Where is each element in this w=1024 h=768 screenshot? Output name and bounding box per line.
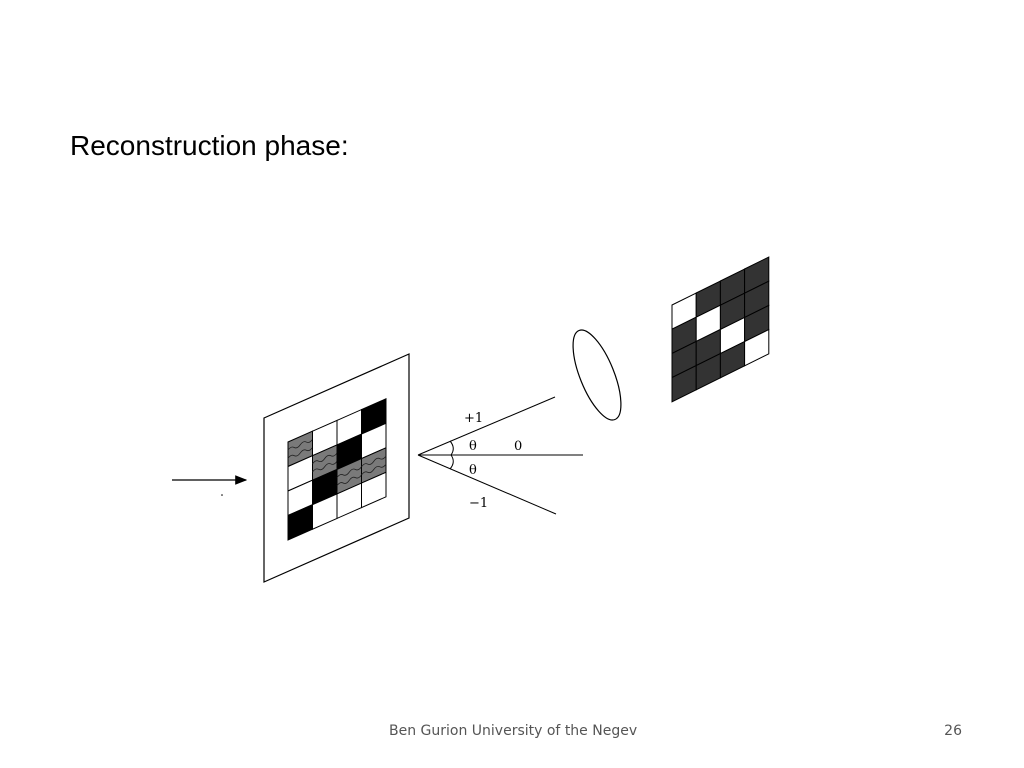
label-theta-bottom: θ bbox=[469, 463, 477, 478]
hologram-texture bbox=[287, 447, 313, 459]
hologram-texture bbox=[312, 452, 338, 465]
output-cell bbox=[744, 328, 770, 367]
hologram-texture bbox=[336, 474, 362, 486]
lens bbox=[572, 329, 622, 421]
beam-plus-one bbox=[417, 396, 556, 456]
label-theta-top: θ bbox=[469, 439, 477, 454]
footer-text: Ben Gurion University of the Negev bbox=[389, 723, 638, 739]
label-zero: 0 bbox=[514, 439, 522, 454]
angle-arc-top bbox=[449, 440, 454, 456]
hologram-texture bbox=[287, 439, 313, 451]
hologram-texture bbox=[336, 466, 362, 478]
hologram-texture bbox=[312, 460, 338, 473]
hologram-texture bbox=[361, 455, 387, 468]
page-number: 26 bbox=[944, 723, 962, 739]
hologram-texture bbox=[361, 463, 387, 476]
arrow-dot bbox=[221, 494, 223, 496]
label-minus-one: −1 bbox=[469, 496, 488, 511]
hologram-cell bbox=[361, 471, 387, 509]
beam-minus-one bbox=[417, 454, 557, 515]
reconstructed-image bbox=[671, 256, 770, 403]
slide-title: Reconstruction phase: bbox=[70, 130, 349, 161]
angle-arc-bottom bbox=[449, 454, 454, 470]
hologram-grid bbox=[287, 398, 387, 541]
label-plus-one: +1 bbox=[464, 411, 483, 426]
